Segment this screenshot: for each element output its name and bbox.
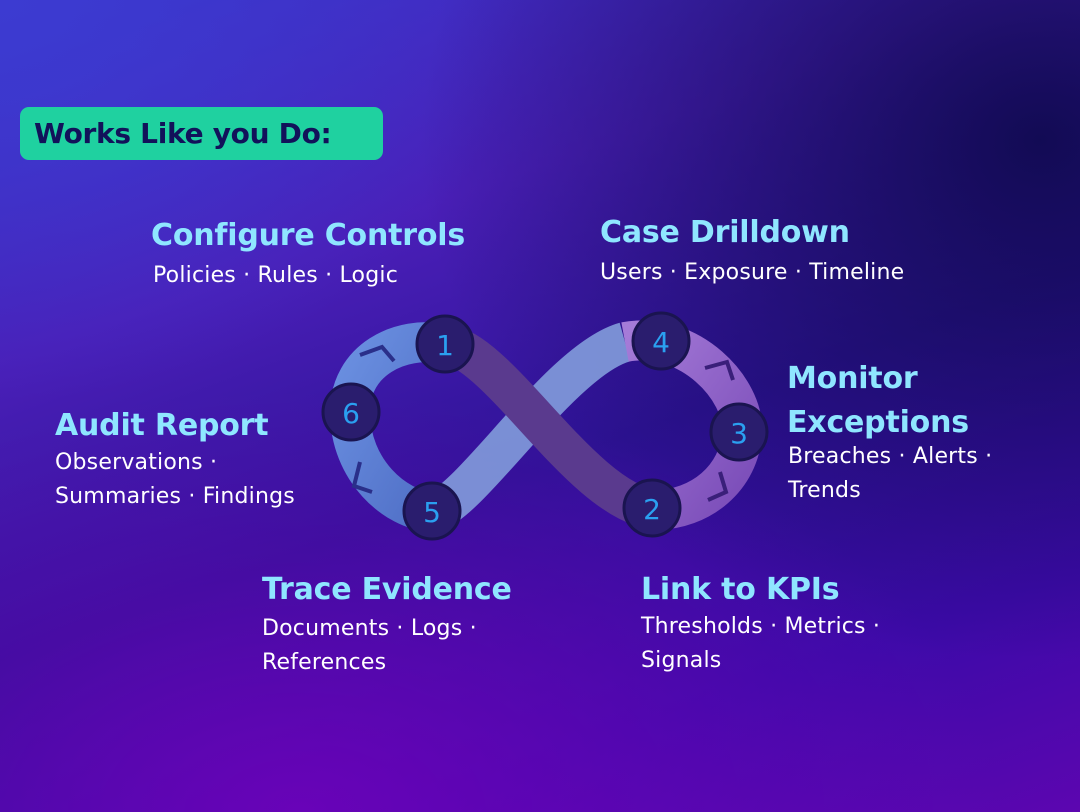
node-1: 1: [415, 314, 475, 374]
node-5: 5: [402, 481, 462, 541]
step-6-title: Audit Report: [55, 408, 269, 443]
step-3-title-text: Monitor Exceptions: [787, 361, 969, 440]
loop-chevron-marker: [707, 471, 729, 502]
step-3-description: Breaches · Alerts · Trends: [788, 444, 993, 503]
node-2: 2: [622, 478, 682, 538]
infinity-loop-diagram: 1 4 6 3 5 2: [321, 311, 769, 541]
step-4-description: Users · Exposure · Timeline: [600, 260, 905, 285]
heading-badge: Works Like you Do:: [20, 107, 383, 160]
step-2-title: Link to KPIs: [641, 572, 840, 607]
step-1-description: Policies · Rules · Logic: [153, 263, 398, 288]
node-3-number: 3: [730, 417, 748, 450]
node-4: 4: [631, 311, 691, 371]
step-1-title: Configure Controls: [151, 218, 466, 253]
node-4-number: 4: [652, 326, 670, 359]
step-5-title: Trace Evidence: [262, 572, 512, 607]
node-1-number: 1: [436, 329, 454, 362]
step-3-title: Monitor Exceptions: [787, 357, 1017, 445]
node-6-number: 6: [342, 397, 360, 430]
node-2-number: 2: [643, 493, 661, 526]
heading-text: Works Like you Do:: [34, 117, 332, 150]
loop-chevron-marker: [704, 359, 735, 381]
node-5-number: 5: [423, 496, 441, 529]
step-6-description: Observations · Summaries · Findings: [55, 450, 295, 509]
node-3: 3: [709, 402, 769, 462]
step-4-title: Case Drilldown: [600, 215, 850, 250]
step-2-description: Thresholds · Metrics · Signals: [641, 614, 881, 673]
node-6: 6: [321, 382, 381, 442]
step-5-description: Documents · Logs · References: [262, 616, 477, 675]
loop-chevron-marker: [351, 461, 373, 494]
loop-chevron-marker: [359, 344, 396, 363]
